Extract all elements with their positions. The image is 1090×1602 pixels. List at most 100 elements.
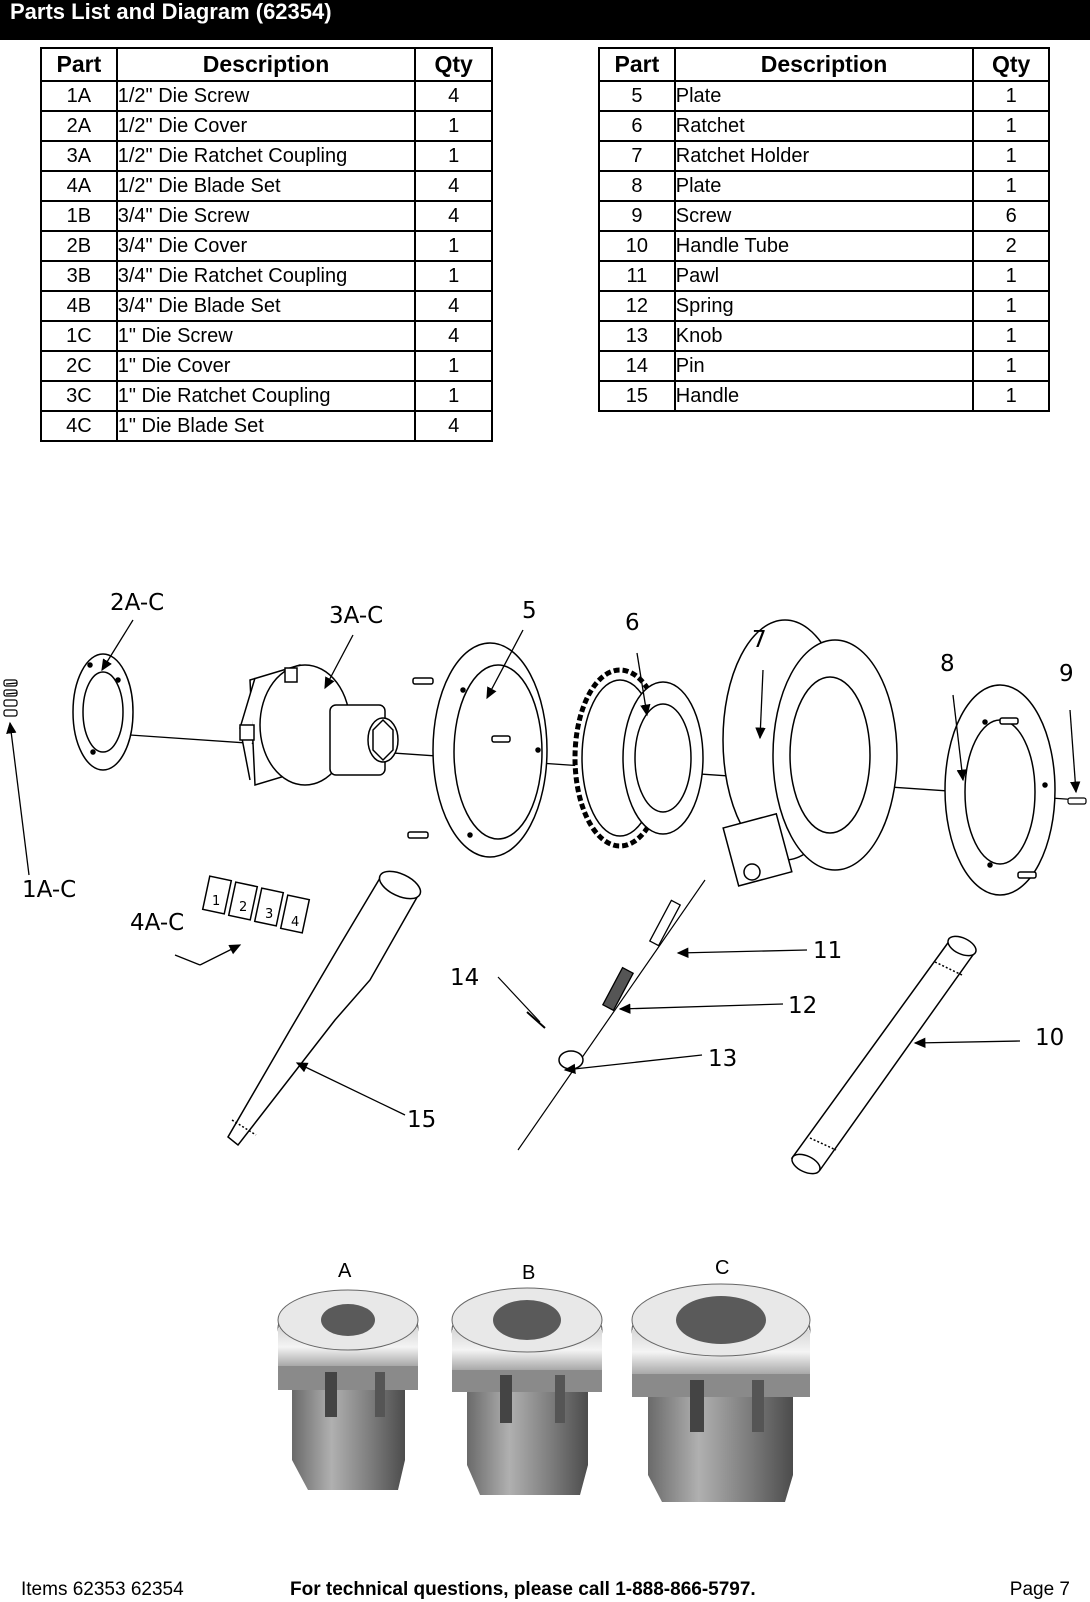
col-part-cell: 2B <box>40 230 118 262</box>
col-qty-cell: 1 <box>972 380 1050 412</box>
die-label-c: C <box>715 1257 729 1279</box>
col-qty-cell: 1 <box>414 260 493 292</box>
col-qty-cell: 1 <box>972 290 1050 322</box>
assembled-die-c <box>631 1283 811 1502</box>
col-qty-cell: 1 <box>972 350 1050 382</box>
col-part-cell: 2C <box>40 350 118 382</box>
col-qty-cell: 6 <box>972 200 1050 232</box>
col-part-cell: 13 <box>598 320 676 352</box>
col-description-cell: Ratchet Holder <box>673 140 975 172</box>
col-description-header: Description <box>673 47 975 82</box>
plate-5 <box>407 642 548 858</box>
col-part-cell: 1C <box>40 320 118 352</box>
footer-items: Items 62353 62354 <box>21 1579 184 1600</box>
col-qty-header: Qty <box>414 47 493 82</box>
die-screws-1ac <box>3 679 18 717</box>
callout-6: 6 <box>625 610 640 636</box>
die-blade-set-4ac <box>201 875 311 934</box>
col-qty-cell: 1 <box>972 140 1050 172</box>
die-label-b: B <box>522 1262 535 1284</box>
col-description-cell: 1/2" Die Ratchet Coupling <box>115 140 417 172</box>
col-description-cell: Plate <box>673 80 975 112</box>
col-part-cell: 12 <box>598 290 676 322</box>
col-description-cell: Knob <box>673 320 975 352</box>
col-qty-cell: 4 <box>414 290 493 322</box>
col-description-cell: Screw <box>673 200 975 232</box>
col-qty-cell: 1 <box>972 260 1050 292</box>
col-description-cell: Plate <box>673 170 975 202</box>
col-qty-cell: 1 <box>972 170 1050 202</box>
col-description-cell: Spring <box>673 290 975 322</box>
col-description-cell: Pawl <box>673 260 975 292</box>
col-description-cell: 1/2" Die Cover <box>115 110 417 142</box>
spring-12 <box>601 966 635 1012</box>
col-part-cell: 2A <box>40 110 118 142</box>
callout-2a-c: 2A-C <box>110 590 164 616</box>
col-description-cell: Handle Tube <box>673 230 975 262</box>
knob-13 <box>558 1050 584 1070</box>
col-part-cell: 5 <box>598 80 676 112</box>
col-qty-cell: 1 <box>972 110 1050 142</box>
col-qty-cell: 1 <box>414 110 493 142</box>
col-qty-cell: 1 <box>414 380 493 412</box>
callout-12: 12 <box>788 993 817 1019</box>
pawl-11 <box>648 899 682 947</box>
callout-8: 8 <box>940 651 955 677</box>
col-part-cell: 1B <box>40 200 118 232</box>
callout-11: 11 <box>813 938 842 964</box>
col-qty-cell: 4 <box>414 80 493 112</box>
col-qty-cell: 4 <box>414 320 493 352</box>
die-cover-2ac <box>72 653 134 771</box>
exploded-parts-diagram: 1 2 3 4 <box>3 590 1087 1502</box>
footer-page-number: Page 7 <box>1009 1579 1070 1600</box>
page-title: Parts List and Diagram (62354) <box>0 0 1090 40</box>
callout-13: 13 <box>708 1046 737 1072</box>
col-part-cell: 9 <box>598 200 676 232</box>
col-qty-cell: 1 <box>972 80 1050 112</box>
col-part-cell: 6 <box>598 110 676 142</box>
blade-number: 1 <box>212 894 220 909</box>
col-qty-header: Qty <box>972 47 1050 82</box>
col-part-cell: 8 <box>598 170 676 202</box>
col-part-cell: 14 <box>598 350 676 382</box>
assembled-die-b <box>451 1287 603 1495</box>
callout-4a-c: 4A-C <box>130 910 184 936</box>
col-part-cell: 4B <box>40 290 118 322</box>
blade-number: 3 <box>265 907 273 922</box>
col-qty-cell: 4 <box>414 410 493 442</box>
col-qty-cell: 1 <box>972 320 1050 352</box>
pin-14 <box>526 1011 546 1029</box>
col-description-cell: 3/4" Die Blade Set <box>115 290 417 322</box>
col-qty-cell: 4 <box>414 200 493 232</box>
col-description-cell: Ratchet <box>673 110 975 142</box>
callout-15: 15 <box>407 1107 436 1133</box>
callout-7: 7 <box>752 627 767 653</box>
col-qty-cell: 2 <box>972 230 1050 262</box>
col-description-cell: 3/4" Die Ratchet Coupling <box>115 260 417 292</box>
handle-15 <box>227 870 422 1147</box>
pawl-axis-line <box>517 879 706 1151</box>
col-part-cell: 4C <box>40 410 118 442</box>
col-qty-cell: 1 <box>414 230 493 262</box>
die-ratchet-coupling-3ac <box>239 664 399 786</box>
col-part-cell: 10 <box>598 230 676 262</box>
